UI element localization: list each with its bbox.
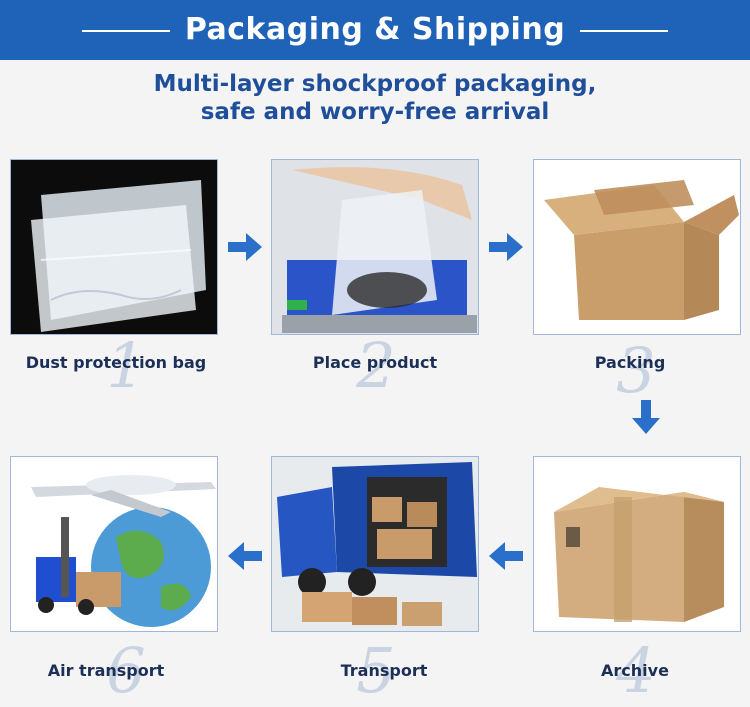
subtitle: Multi-layer shockproof packaging, safe a… [0,70,750,126]
step-1-label: Dust protection bag [25,353,207,372]
step-6-image [10,456,218,632]
step-6-number: 6 [106,634,146,707]
step-2-image [271,159,479,335]
arrow-right-icon [228,233,262,261]
banner-divider-left [82,30,170,32]
step-4-image [533,456,741,632]
header-banner: Packaging & Shipping [0,0,750,60]
step-5-label: Transport [340,661,428,680]
subtitle-line-2: safe and worry-free arrival [200,99,550,125]
step-5-number: 5 [356,634,396,707]
step-2-label: Place product [312,353,438,372]
page-title: Packaging & Shipping [184,12,566,47]
step-1-number: 1 [106,329,146,402]
step-2-number: 2 [356,329,396,402]
step-3-label: Packing [594,353,666,372]
banner-divider-right [580,30,668,32]
arrow-down-icon [632,400,660,434]
subtitle-line-1: Multi-layer shockproof packaging, [153,71,597,97]
step-1-image [10,159,218,335]
arrow-left-icon [228,542,262,570]
step-3-number: 3 [616,334,656,407]
step-5-image [271,456,479,632]
step-3-image [533,159,741,335]
arrow-right-icon [489,233,523,261]
step-4-number: 4 [616,634,656,707]
step-4-label: Archive [601,661,669,680]
step-6-label: Air transport [47,661,165,680]
arrow-left-icon [489,542,523,570]
